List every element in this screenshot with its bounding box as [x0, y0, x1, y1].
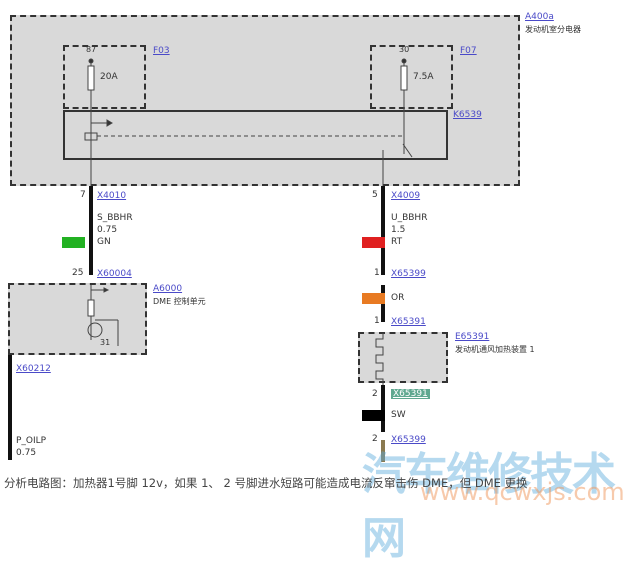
- x60004-pin: 25: [72, 268, 84, 278]
- red-wire-swatch: [362, 237, 385, 248]
- fuse-f03: [63, 45, 146, 109]
- e65391-name: 发动机通风加热装置 1: [455, 345, 535, 354]
- relay-k6539: [63, 110, 448, 160]
- e65391-link[interactable]: E65391: [455, 332, 490, 342]
- wire-orange-color: OR: [391, 293, 405, 303]
- orange-wire-swatch: [362, 293, 385, 304]
- x65391-link-highlighted[interactable]: X65391: [391, 389, 430, 399]
- watermark-url: www.qcwxjs.com: [420, 478, 625, 506]
- f07-rating: 7.5A: [413, 72, 434, 82]
- x65399-pin: 1: [374, 268, 380, 278]
- wire-s-bbhr-color: GN: [97, 237, 111, 247]
- f03-rating: 20A: [100, 72, 118, 82]
- f03-link[interactable]: F03: [153, 46, 170, 56]
- wire-u-bbhr: U_BBHR: [391, 213, 428, 223]
- x60212-link[interactable]: X60212: [16, 364, 51, 374]
- fuse-f07: [370, 45, 453, 109]
- wiring: [8, 58, 413, 462]
- x4010-link[interactable]: X4010: [97, 191, 127, 201]
- wire-p-oilp: P_OILP: [16, 436, 47, 446]
- x4009-pin: 5: [372, 190, 378, 200]
- x65399-link2[interactable]: X65399: [391, 435, 426, 445]
- wire-u-bbhr-gauge: 1.5: [391, 225, 406, 235]
- x4010-pin: 7: [80, 190, 86, 200]
- heater-e65391: [358, 332, 448, 383]
- x60004-link[interactable]: X60004: [97, 269, 132, 279]
- fuse-box-a400a: [10, 15, 520, 186]
- x65399-pin2: 2: [372, 434, 378, 444]
- green-wire-swatch: [62, 237, 85, 248]
- dme-a6000: [8, 283, 147, 355]
- black-wire-swatch: [362, 410, 385, 421]
- k6539-link[interactable]: K6539: [453, 110, 482, 120]
- wire-u-bbhr-color: RT: [391, 237, 403, 247]
- wire-s-bbhr-gauge: 0.75: [97, 225, 118, 235]
- x65391-pin2: 2: [372, 389, 378, 399]
- wire-black-color: SW: [391, 410, 406, 420]
- a400a-link[interactable]: A400a: [525, 12, 554, 22]
- a6000-link[interactable]: A6000: [153, 284, 183, 294]
- f07-link[interactable]: F07: [460, 46, 477, 56]
- f03-pin: 87: [86, 45, 97, 54]
- dme-pin-31: 31: [100, 338, 111, 347]
- wire-s-bbhr: S_BBHR: [97, 213, 133, 223]
- x65391-link[interactable]: X65391: [391, 317, 426, 327]
- wire-p-oilp-gauge: 0.75: [16, 448, 37, 458]
- x65399-link[interactable]: X65399: [391, 269, 426, 279]
- a6000-name: DME 控制单元: [153, 297, 206, 306]
- x65391-pin: 1: [374, 316, 380, 326]
- a400a-name: 发动机室分电器: [525, 25, 581, 34]
- caption: 分析电路图：加热器1号脚 12v，如果 1、 2 号脚进水短路可能造成电流反窜击…: [4, 476, 528, 490]
- x4009-link[interactable]: X4009: [391, 191, 421, 201]
- f07-pin: 30: [399, 45, 410, 54]
